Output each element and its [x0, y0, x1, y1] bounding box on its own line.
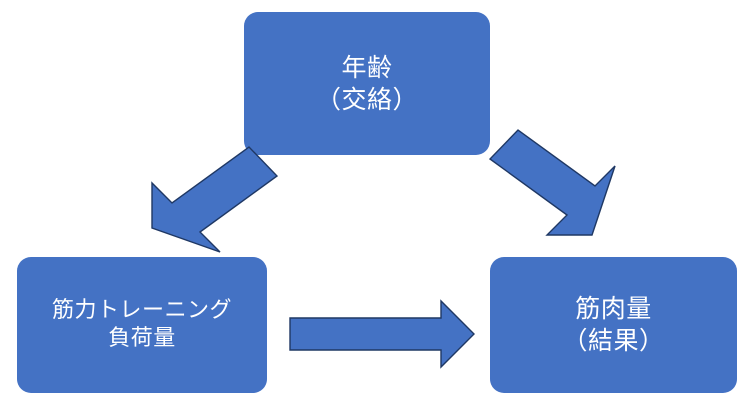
arrow-exposure-to-outcome-icon[interactable] [289, 299, 475, 369]
node-outcome[interactable]: 筋肉量 （結果） [490, 257, 737, 393]
arrow-confounder-to-exposure-icon[interactable] [151, 146, 279, 253]
arrow-confounder-to-outcome-icon[interactable] [488, 129, 616, 236]
node-exposure[interactable]: 筋力トレーニング 負荷量 [17, 257, 267, 393]
node-confounder[interactable]: 年齢 （交絡） [244, 12, 490, 155]
